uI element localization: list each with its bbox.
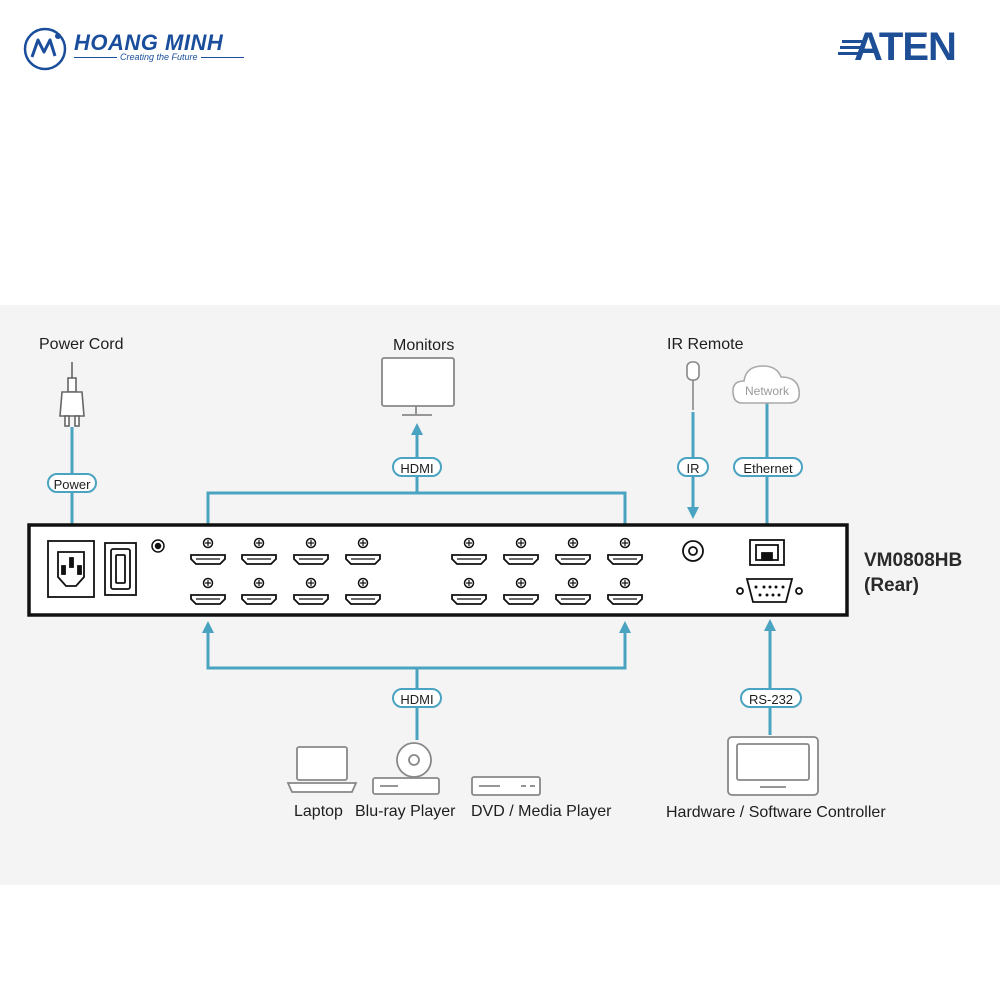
- hdmi-output-port-2: [241, 537, 277, 565]
- device-view: (Rear): [864, 575, 919, 596]
- dvd-player-icon: [471, 776, 541, 796]
- hoang-minh-emblem-icon: [23, 27, 67, 71]
- hdmi-input-port-1: [190, 577, 226, 605]
- hdmi-in-bus: [202, 621, 631, 670]
- hdmi-output-port-1: [190, 537, 226, 565]
- ground-screw: [151, 539, 165, 553]
- device-chassis: [27, 523, 849, 617]
- power-switch: [104, 542, 137, 596]
- hdmi-output-port-6: [503, 537, 539, 565]
- hdmi-input-port-6: [503, 577, 539, 605]
- hdmi-output-port-3: [293, 537, 329, 565]
- network-cloud-icon: Network: [732, 365, 801, 404]
- power-connector-badge: Power: [47, 473, 97, 493]
- ir-connector-badge: IR: [677, 457, 709, 477]
- hdmi-output-port-4: [345, 537, 381, 565]
- hdmi-output-port-5: [451, 537, 487, 565]
- laptop-label: Laptop: [294, 803, 343, 820]
- hdmi-input-port-3: [293, 577, 329, 605]
- hdmi-ports: [190, 537, 643, 605]
- hdmi-in-connector-badge: HDMI: [392, 688, 442, 708]
- hdmi-out-connector-badge: HDMI: [392, 457, 442, 477]
- network-label: Network: [745, 384, 790, 398]
- ir-remote-label: IR Remote: [667, 336, 744, 353]
- device-model: VM0808HB: [864, 550, 963, 571]
- hdmi-input-port-7: [555, 577, 591, 605]
- monitor-icon: [381, 357, 455, 416]
- ir-remote-icon: [686, 361, 700, 410]
- hdmi-output-port-8: [607, 537, 643, 565]
- ethernet-port: [749, 539, 785, 566]
- aten-logo: ATEN: [836, 24, 970, 66]
- bluray-player-icon: [372, 742, 440, 795]
- brand-tagline: Creating the Future: [117, 52, 201, 62]
- controller-label: Hardware / Software Controller: [666, 804, 886, 821]
- laptop-icon: [286, 746, 358, 793]
- hdmi-input-port-4: [345, 577, 381, 605]
- ir-jack: [682, 540, 704, 562]
- aten-logo-text: ATEN: [854, 25, 956, 66]
- ethernet-connector-badge: Ethernet: [733, 457, 803, 477]
- bluray-player-label: Blu-ray Player: [355, 803, 456, 820]
- monitors-label: Monitors: [393, 337, 455, 354]
- aten-logo-icon: ATEN: [838, 25, 957, 66]
- rs232-port: [736, 578, 803, 603]
- hdmi-input-port-5: [451, 577, 487, 605]
- power-cord-icon: [59, 362, 85, 427]
- power-cord-label: Power Cord: [39, 336, 124, 353]
- dvd-media-player-label: DVD / Media Player: [471, 803, 612, 820]
- hoang-minh-logo: HOANG MINH Creating the Future: [22, 26, 247, 72]
- controller-icon: [727, 736, 819, 796]
- hdmi-output-port-7: [555, 537, 591, 565]
- hdmi-input-port-2: [241, 577, 277, 605]
- power-inlet: [47, 540, 95, 598]
- brand-name: HOANG MINH: [74, 30, 224, 55]
- hdmi-input-port-8: [607, 577, 643, 605]
- rs232-connector-badge: RS-232: [740, 688, 802, 708]
